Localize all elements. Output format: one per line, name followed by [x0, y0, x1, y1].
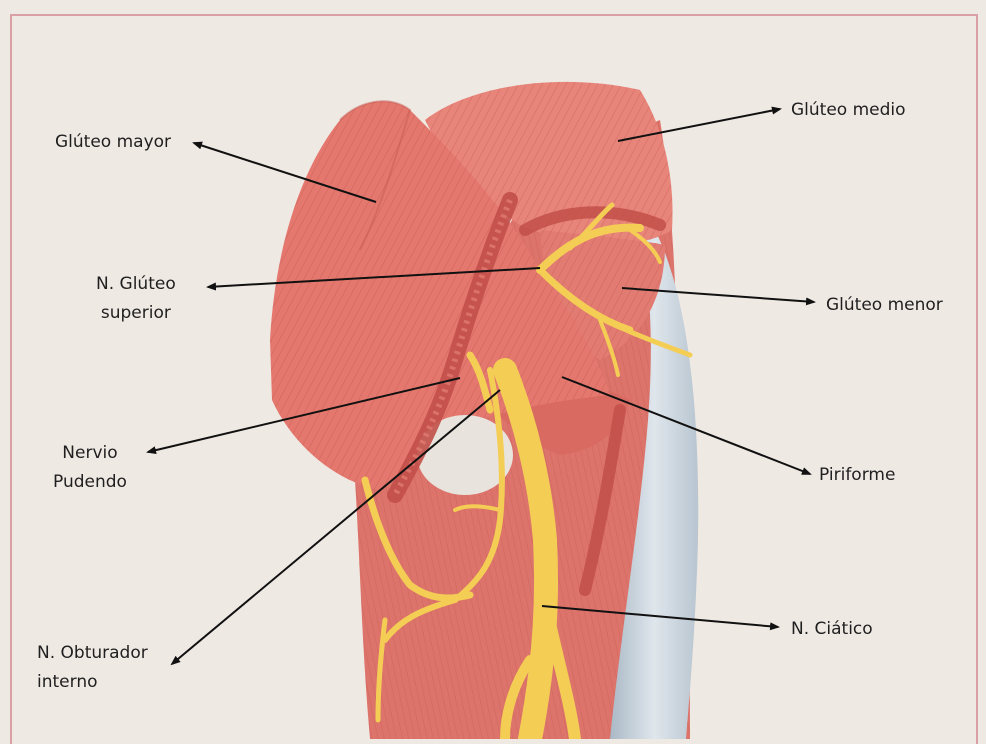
- label-gluteo-superior-line2: superior: [96, 299, 176, 328]
- label-pudendo: Nervio Pudendo: [53, 439, 127, 497]
- label-gluteo-medio: Glúteo medio: [791, 96, 906, 125]
- label-gluteo-mayor: Glúteo mayor: [55, 128, 171, 157]
- label-gluteo-superior-line1: N. Glúteo: [96, 270, 176, 299]
- label-pudendo-line2: Pudendo: [53, 468, 127, 497]
- label-obturador-line1: N. Obturador: [37, 639, 148, 668]
- label-piriforme: Piriforme: [819, 461, 895, 490]
- label-obturador-line2: interno: [37, 668, 148, 697]
- label-pudendo-line1: Nervio: [53, 439, 127, 468]
- label-gluteo-menor: Glúteo menor: [826, 291, 943, 320]
- label-ciatico: N. Ciático: [791, 615, 873, 644]
- label-gluteo-superior: N. Glúteo superior: [96, 270, 176, 328]
- label-obturador: N. Obturador interno: [37, 639, 148, 697]
